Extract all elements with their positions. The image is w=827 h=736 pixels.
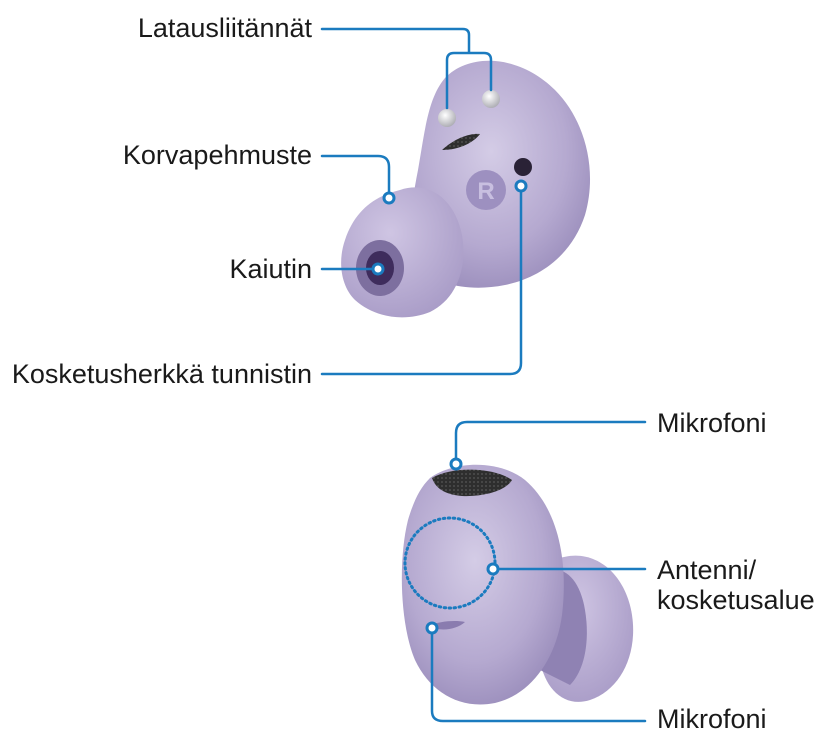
side-badge-letter: R: [477, 178, 494, 205]
earbud-outer-body: [402, 465, 564, 705]
earbud-side-view: R: [341, 61, 590, 318]
callout-line-microphone-top: [456, 422, 645, 463]
label-antenna-line2: kosketusalue: [657, 585, 815, 615]
label-antenna: Antenni/ kosketusalue: [657, 555, 815, 615]
ear-tip: [341, 187, 463, 317]
label-antenna-line1: Antenni/: [657, 555, 815, 585]
callout-line-ear-tip: [322, 156, 389, 196]
label-microphone-top: Mikrofoni: [657, 408, 767, 438]
callout-dot-touch-sensor: [516, 181, 526, 191]
callout-dot-microphone-top: [451, 459, 461, 469]
touch-sensor-hole: [514, 158, 532, 176]
charging-contact-left: [438, 109, 456, 127]
callout-dot-antenna: [488, 564, 498, 574]
label-charging-contacts: Latausliitännät: [110, 13, 312, 43]
label-microphone-bottom: Mikrofoni: [657, 704, 767, 734]
charging-contact-right: [482, 90, 500, 108]
callout-dot-microphone-bottom: [427, 623, 437, 633]
label-touch-sensor: Kosketusherkkä tunnistin: [6, 359, 312, 389]
earbud-outer-view: [402, 465, 633, 705]
callout-dot-ear-tip: [384, 193, 394, 203]
label-speaker: Kaiutin: [180, 254, 312, 284]
label-ear-tip: Korvapehmuste: [90, 140, 312, 170]
callout-dot-speaker: [373, 264, 383, 274]
